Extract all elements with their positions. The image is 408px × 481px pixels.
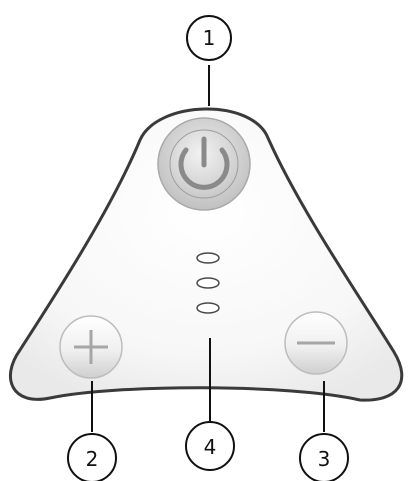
callout-4: 4: [186, 422, 234, 470]
indicator-light: [197, 303, 219, 313]
indicator-lights: [197, 253, 219, 313]
callout-3: 3: [300, 434, 348, 481]
minus-button[interactable]: [285, 312, 347, 374]
indicator-light: [197, 278, 219, 288]
indicator-light: [197, 253, 219, 263]
plus-button[interactable]: [60, 316, 122, 378]
callout-2: 2: [68, 434, 116, 481]
power-button[interactable]: [158, 118, 250, 210]
callout-number: 4: [204, 435, 217, 459]
callout-number: 2: [86, 447, 99, 471]
callout-number: 3: [318, 447, 331, 471]
callout-number: 1: [203, 26, 216, 50]
callout-1: 1: [187, 16, 231, 60]
